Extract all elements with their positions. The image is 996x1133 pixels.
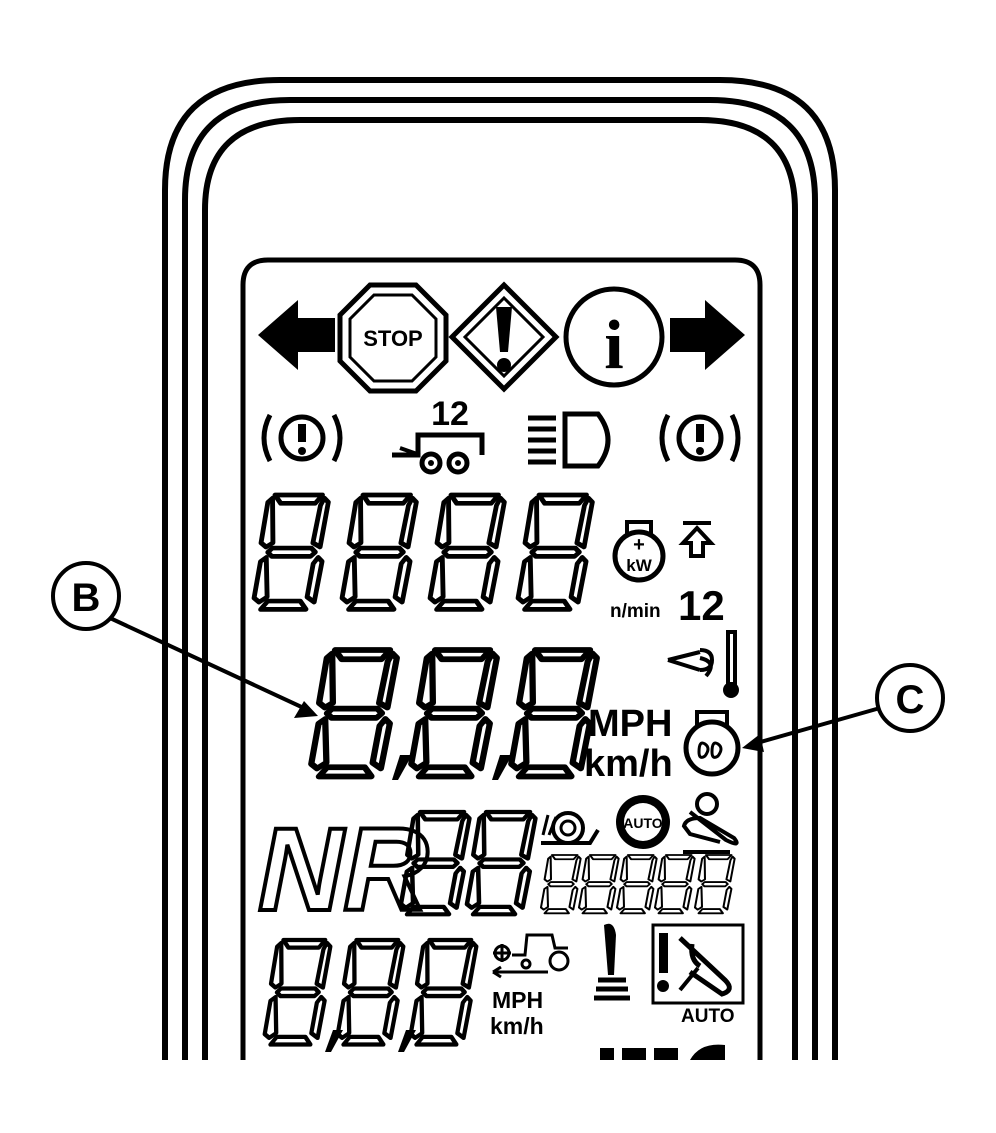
small-speed-kmh: km/h <box>490 1013 544 1039</box>
rpm-digit <box>517 495 593 609</box>
callout-c: C <box>742 663 945 752</box>
creeper-snail-icon <box>541 811 600 845</box>
engine-power-boost-icon: + kW <box>612 520 666 583</box>
aux-digit <box>577 853 620 915</box>
housing-outline <box>162 77 838 1060</box>
rpm-digit <box>429 495 505 609</box>
arrow-left-icon <box>258 300 335 370</box>
exhaust-temperature-icon <box>667 630 739 698</box>
seat-warning-icon <box>651 923 745 1005</box>
aux-digit <box>615 853 658 915</box>
rpm-unit: n/min <box>610 601 661 622</box>
auto-shift-gear-icon: AUTO <box>616 795 670 849</box>
power-limit-number: 12 <box>678 582 725 629</box>
gear-letters: NR <box>256 802 430 938</box>
high-beam-icon <box>528 411 611 469</box>
stop-label: STOP <box>363 326 423 351</box>
cut-off-segments <box>600 1044 725 1060</box>
ground-speed-radar-icon <box>492 933 570 979</box>
speed-digit <box>410 650 497 777</box>
gear-digit <box>466 812 536 914</box>
small-speed-digit <box>264 940 331 1045</box>
seat-auto-label: AUTO <box>681 1006 734 1027</box>
joystick-icon <box>594 923 630 1001</box>
gear-letters-text: NR <box>258 804 428 936</box>
auxiliary-digits <box>539 853 736 915</box>
decimal-separators <box>392 755 512 780</box>
aux-digit <box>653 853 696 915</box>
lcd-panel <box>240 257 763 1060</box>
callout-b-letter: B <box>72 576 101 620</box>
small-speed-digits <box>264 940 477 1045</box>
speed-digits <box>310 650 597 777</box>
auto-badge: AUTO <box>623 815 663 831</box>
speed-digit <box>310 650 397 777</box>
small-speed-digit <box>410 940 477 1045</box>
aux-digit <box>693 853 736 915</box>
callout-b: B <box>51 561 318 718</box>
brake-warning-icon <box>261 413 343 463</box>
rpm-digit <box>341 495 417 609</box>
trailer-icon: 12 <box>392 395 485 475</box>
hand-throttle-icon <box>681 792 739 854</box>
rpm-digit <box>253 495 329 609</box>
decimal-separators <box>325 1030 416 1052</box>
aux-digit <box>539 853 582 915</box>
trailer-number: 12 <box>431 395 469 433</box>
speed-unit-mph: MPH <box>588 703 672 745</box>
callout-c-letter: C <box>896 678 925 722</box>
small-speed-digit <box>337 940 404 1045</box>
warning-diamond-icon <box>448 281 560 393</box>
info-label: i <box>604 307 623 384</box>
engine-glow-plug-icon <box>683 710 741 777</box>
svg-text:+: + <box>633 534 645 556</box>
info-circle-icon: i <box>563 286 665 388</box>
upshift-arrow-icon <box>678 521 716 558</box>
stop-sign-icon: STOP <box>337 282 449 394</box>
speed-unit-kmh: km/h <box>584 743 673 785</box>
rpm-digits <box>253 495 593 609</box>
small-speed-mph: MPH <box>492 987 543 1013</box>
arrow-right-icon <box>670 300 745 370</box>
kw-label: kW <box>626 556 652 575</box>
brake-warning-icon <box>659 413 741 463</box>
